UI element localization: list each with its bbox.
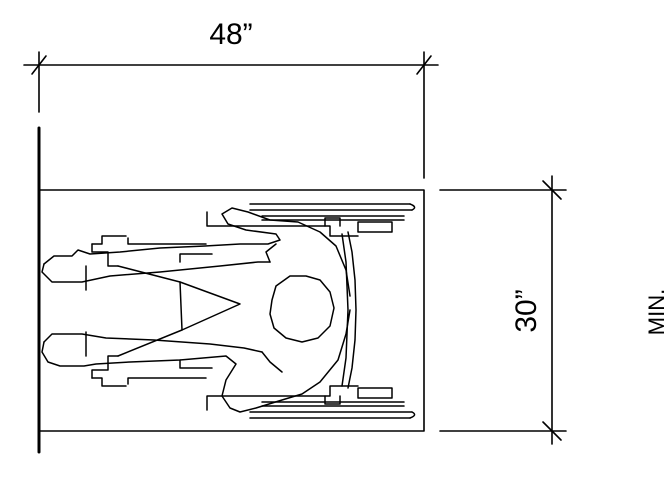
wheel-bottom bbox=[249, 401, 416, 419]
clear-floor-space-rect bbox=[38, 189, 425, 432]
depth-dimension: 30” bbox=[439, 175, 567, 445]
width-tick-left bbox=[31, 55, 47, 75]
depth-tick-top bbox=[542, 180, 562, 200]
footrests bbox=[85, 235, 213, 387]
head bbox=[269, 275, 335, 343]
handle-bottom bbox=[357, 387, 393, 399]
width-label: 48” bbox=[209, 18, 252, 51]
width-tick-right bbox=[416, 55, 432, 75]
wheel-top bbox=[249, 203, 416, 221]
torso bbox=[261, 243, 283, 373]
wheelchair-occupant-figure bbox=[41, 203, 416, 419]
width-dimension: 48” bbox=[23, 18, 439, 179]
legs bbox=[117, 265, 241, 357]
chair-frame bbox=[127, 211, 359, 411]
min-label: MIN. bbox=[644, 289, 669, 335]
arm-top bbox=[43, 207, 351, 297]
handle-top bbox=[357, 221, 393, 233]
depth-tick-bottom bbox=[542, 421, 562, 441]
arm-bottom bbox=[41, 309, 351, 413]
depth-label: 30” bbox=[510, 289, 543, 332]
